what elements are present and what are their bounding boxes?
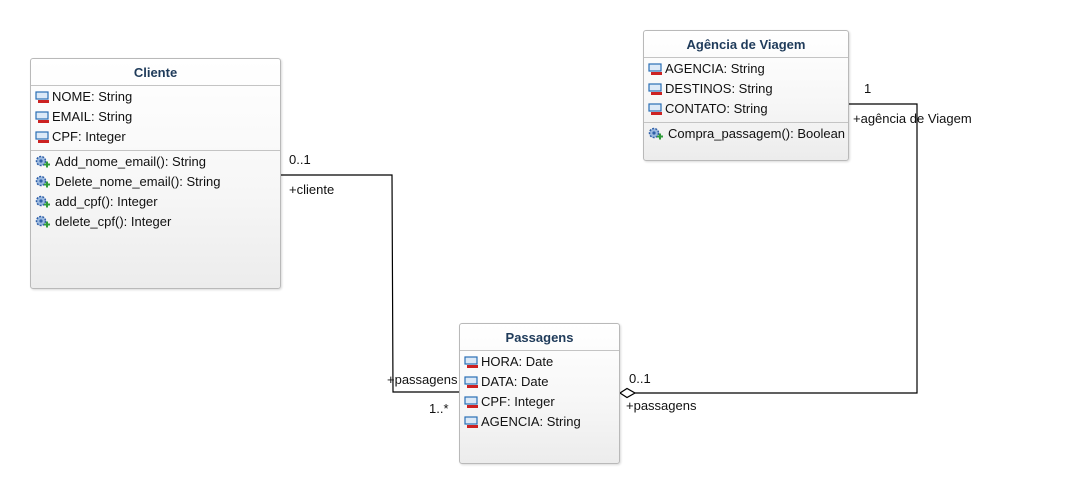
- attribute-text: AGENCIA: String: [665, 61, 765, 76]
- operation-text: delete_cpf(): Integer: [55, 214, 172, 229]
- attribute-row[interactable]: DESTINOS: String: [644, 79, 848, 99]
- operation-row[interactable]: add_cpf(): Integer: [31, 192, 280, 212]
- attribute-text: DESTINOS: String: [665, 81, 773, 96]
- aggregation-diamond-icon: [618, 387, 637, 399]
- operations-compartment: Add_nome_email(): String Delete_nome_ema…: [31, 151, 280, 235]
- attribute-icon: [648, 83, 662, 95]
- class-passagens[interactable]: Passagens HORA: Date DATA: Date CPF: Int…: [459, 323, 620, 464]
- multiplicity-label-cliente: 0..1: [289, 152, 311, 167]
- attribute-text: AGENCIA: String: [481, 414, 581, 429]
- operation-text: add_cpf(): Integer: [55, 194, 158, 209]
- multiplicity-label-passagens-left: 1..*: [429, 401, 449, 416]
- attribute-row[interactable]: CPF: Integer: [31, 127, 280, 147]
- attribute-icon: [464, 356, 478, 368]
- class-name: Agência de Viagem: [644, 31, 848, 58]
- class-name: Passagens: [460, 324, 619, 351]
- attribute-row[interactable]: CPF: Integer: [460, 392, 619, 412]
- operation-icon: [35, 195, 50, 208]
- attribute-text: CPF: Integer: [481, 394, 555, 409]
- operation-text: Delete_nome_email(): String: [55, 174, 221, 189]
- operation-icon: [648, 127, 663, 140]
- attributes-compartment: NOME: String EMAIL: String CPF: Integer: [31, 86, 280, 151]
- multiplicity-label-passagens-right: 0..1: [629, 371, 651, 386]
- operation-icon: [35, 215, 50, 228]
- attribute-row[interactable]: NOME: String: [31, 87, 280, 107]
- attribute-icon: [464, 416, 478, 428]
- operation-text: Add_nome_email(): String: [55, 154, 207, 169]
- role-label-passagens-right: +passagens: [626, 398, 697, 413]
- attribute-text: DATA: Date: [481, 374, 549, 389]
- attribute-row[interactable]: HORA: Date: [460, 352, 619, 372]
- class-agencia-de-viagem[interactable]: Agência de Viagem AGENCIA: String DESTIN…: [643, 30, 849, 161]
- attribute-icon: [464, 396, 478, 408]
- association-line-agencia-passagens: [635, 103, 918, 394]
- attribute-icon: [464, 376, 478, 388]
- operation-icon: [35, 175, 50, 188]
- role-label-agencia: +agência de Viagem: [853, 111, 972, 126]
- operation-row[interactable]: delete_cpf(): Integer: [31, 212, 280, 232]
- class-cliente[interactable]: Cliente NOME: String EMAIL: String CPF: …: [30, 58, 281, 289]
- attribute-row[interactable]: DATA: Date: [460, 372, 619, 392]
- attribute-icon: [35, 131, 49, 143]
- role-label-passagens-left: +passagens: [387, 372, 458, 387]
- attribute-icon: [648, 63, 662, 75]
- attribute-icon: [35, 91, 49, 103]
- attribute-text: NOME: String: [52, 89, 133, 104]
- attribute-icon: [35, 111, 49, 123]
- attribute-text: CPF: Integer: [52, 129, 126, 144]
- operations-compartment: Compra_passagem(): Boolean: [644, 123, 848, 147]
- attribute-icon: [648, 103, 662, 115]
- attribute-text: CONTATO: String: [665, 101, 768, 116]
- attribute-row[interactable]: AGENCIA: String: [644, 59, 848, 79]
- association-line-cliente-passagens: [281, 174, 459, 393]
- operation-row[interactable]: Add_nome_email(): String: [31, 152, 280, 172]
- multiplicity-label-agencia: 1: [864, 81, 872, 96]
- attribute-row[interactable]: CONTATO: String: [644, 99, 848, 119]
- operation-row[interactable]: Compra_passagem(): Boolean: [644, 124, 848, 144]
- role-label-cliente: +cliente: [289, 182, 335, 197]
- attribute-row[interactable]: EMAIL: String: [31, 107, 280, 127]
- operation-row[interactable]: Delete_nome_email(): String: [31, 172, 280, 192]
- class-name: Cliente: [31, 59, 280, 86]
- operation-text: Compra_passagem(): Boolean: [668, 126, 846, 141]
- attributes-compartment: HORA: Date DATA: Date CPF: Integer AGENC…: [460, 351, 619, 435]
- attribute-row[interactable]: AGENCIA: String: [460, 412, 619, 432]
- operation-icon: [35, 155, 50, 168]
- attributes-compartment: AGENCIA: String DESTINOS: String CONTATO…: [644, 58, 848, 123]
- attribute-text: HORA: Date: [481, 354, 554, 369]
- attribute-text: EMAIL: String: [52, 109, 133, 124]
